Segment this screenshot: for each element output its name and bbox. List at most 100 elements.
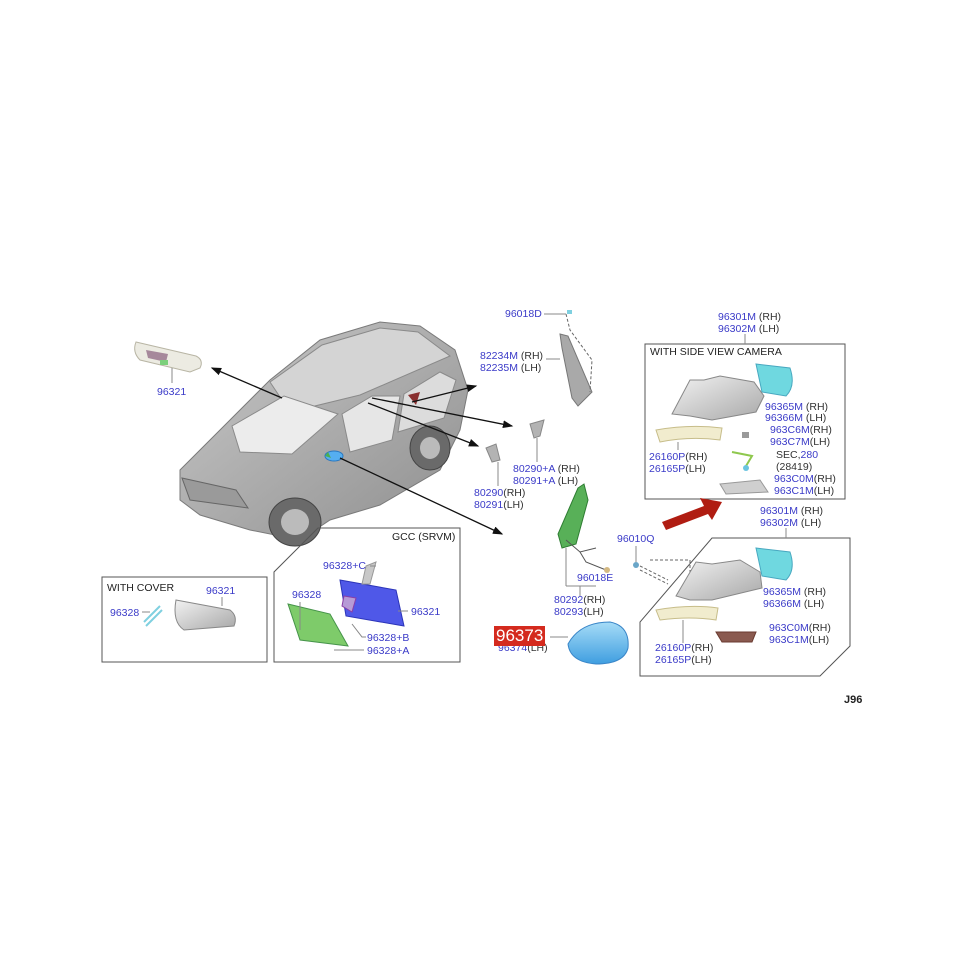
side-indicator: (RH) [691, 642, 714, 654]
highlighted-part-number[interactable]: 96373 [494, 626, 546, 646]
label-cam-assy-lh[interactable]: 96302M (LH) [718, 323, 779, 335]
label-gcc-96328a[interactable]: 96328+A [367, 645, 409, 657]
label-cam-glass-rh[interactable]: 96365M (RH) [765, 401, 828, 413]
part-number: 80293 [554, 606, 584, 618]
part-number: 96365M [763, 586, 801, 598]
label-cover-lh[interactable]: 80293(LH) [554, 606, 604, 618]
part-number: 80290 [474, 487, 504, 499]
side-indicator: (LH) [685, 463, 706, 475]
label-screw-96018d[interactable]: 96018D [505, 308, 542, 320]
section-number: 280 [800, 449, 819, 461]
part-number: 963C0M [769, 622, 809, 634]
bolt-illustration [633, 546, 691, 590]
label-cam-assy-rh[interactable]: 96301M (RH) [718, 311, 781, 323]
seal-illustrations [485, 419, 545, 486]
side-indicator: (LH) [557, 475, 579, 487]
mirror-cap-illustration [550, 621, 629, 665]
part-number: 96365M [765, 401, 803, 413]
label-gcc-96328c[interactable]: 96328+C [323, 560, 366, 572]
part-number: 96301M [718, 311, 756, 323]
label-cam-963c1m[interactable]: 963C1M(LH) [774, 485, 834, 497]
label-gcc-96321[interactable]: 96321 [411, 606, 440, 618]
side-indicator: (LH) [803, 598, 825, 610]
side-indicator: (RH) [809, 424, 832, 436]
section-prefix: SEC, [776, 449, 801, 461]
label-corner-finisher-lh[interactable]: 82235M (LH) [480, 362, 541, 374]
label-seal-a-lh[interactable]: 80291+A (LH) [513, 475, 578, 487]
label-std-963c0m[interactable]: 963C0M(RH) [769, 622, 831, 634]
part-number: 963C0M [774, 473, 814, 485]
side-indicator: (LH) [805, 412, 827, 424]
side-camera-title: WITH SIDE VIEW CAMERA [650, 346, 782, 358]
label-std-glass-rh[interactable]: 96365M (RH) [763, 586, 826, 598]
vehicle-illustration [179, 321, 469, 547]
gcc-title: GCC (SRVM) [392, 531, 456, 543]
label-cover-96321[interactable]: 96321 [206, 585, 235, 597]
label-cover-rh[interactable]: 80292(RH) [554, 594, 605, 606]
label-cam-lamp-lh[interactable]: 26165P(LH) [649, 463, 706, 475]
label-seal-a-rh[interactable]: 80290+A (RH) [513, 463, 580, 475]
part-number: 963C7M [770, 436, 810, 448]
side-indicator: (LH) [691, 654, 712, 666]
label-cam-lamp-rh[interactable]: 26160P(RH) [649, 451, 707, 463]
part-number: 82234M [480, 350, 518, 362]
label-cam-963c6m[interactable]: 963C6M(RH) [770, 424, 832, 436]
side-indicator: (LH) [520, 362, 542, 374]
side-indicator: (RH) [557, 463, 580, 475]
label-cam-glass-lh[interactable]: 96366M (LH) [765, 412, 826, 424]
label-seal-rh[interactable]: 80290(RH) [474, 487, 525, 499]
part-number: 26160P [649, 451, 686, 463]
label-std-lamp-rh[interactable]: 26160P(RH) [655, 642, 713, 654]
side-indicator: (RH) [813, 473, 836, 485]
part-number: 96366M [765, 412, 803, 424]
part-number: 96328+A [367, 645, 410, 657]
label-std-lamp-lh[interactable]: 26165P(LH) [655, 654, 712, 666]
label-cover-96328[interactable]: 96328 [110, 607, 139, 619]
side-indicator: (RH) [808, 622, 831, 634]
red-indicator-arrow [662, 498, 722, 530]
part-number: 80291 [474, 499, 504, 511]
label-cam-sec-sub: (28419) [776, 461, 812, 473]
leader-arrows [210, 367, 514, 535]
label-gcc-96328[interactable]: 96328 [292, 589, 321, 601]
part-number: 96321 [157, 386, 187, 398]
label-cam-963c7m[interactable]: 963C7M(LH) [770, 436, 830, 448]
label-gcc-96328b[interactable]: 96328+B [367, 632, 409, 644]
part-number: 80292 [554, 594, 584, 606]
label-cam-sec-ref[interactable]: SEC,280 [776, 449, 818, 461]
part-number: 96328 [292, 589, 322, 601]
part-number: 26160P [655, 642, 692, 654]
label-corner-finisher-rh[interactable]: 82234M (RH) [480, 350, 543, 362]
side-indicator: (RH) [800, 505, 824, 517]
side-indicator: (RH) [685, 451, 708, 463]
part-number: 96018E [577, 572, 614, 584]
part-number: 96328 [110, 607, 140, 619]
with-cover-title: WITH COVER [107, 582, 175, 594]
inner-mirror-illustration [134, 341, 202, 383]
side-indicator: (RH) [503, 487, 526, 499]
part-number: 82235M [480, 362, 518, 374]
part-number: 96328+B [367, 632, 410, 644]
part-number: 96301M [760, 505, 798, 517]
part-number: 96018D [505, 308, 542, 320]
label-screw-96018e[interactable]: 96018E [577, 572, 613, 584]
part-number: 96010Q [617, 533, 655, 545]
label-std-assy-lh[interactable]: 96302M (LH) [760, 517, 821, 529]
label-std-assy-rh[interactable]: 96301M (RH) [760, 505, 823, 517]
label-cam-963c0m[interactable]: 963C0M(RH) [774, 473, 836, 485]
mirror-base-illustration [557, 483, 610, 596]
label-inner-mirror[interactable]: 96321 [157, 386, 186, 398]
label-std-963c1m[interactable]: 963C1M(LH) [769, 634, 829, 646]
part-number: 96321 [206, 585, 236, 597]
label-std-glass-lh[interactable]: 96366M (LH) [763, 598, 824, 610]
label-seal-lh[interactable]: 80291(LH) [474, 499, 524, 511]
part-number: 96366M [763, 598, 801, 610]
part-number: 963C1M [774, 485, 814, 497]
label-bolt-96010q[interactable]: 96010Q [617, 533, 654, 545]
figure-code: J96 [844, 694, 863, 706]
side-indicator: (RH) [758, 311, 782, 323]
part-number: 26165P [649, 463, 686, 475]
part-number: 963C6M [770, 424, 810, 436]
